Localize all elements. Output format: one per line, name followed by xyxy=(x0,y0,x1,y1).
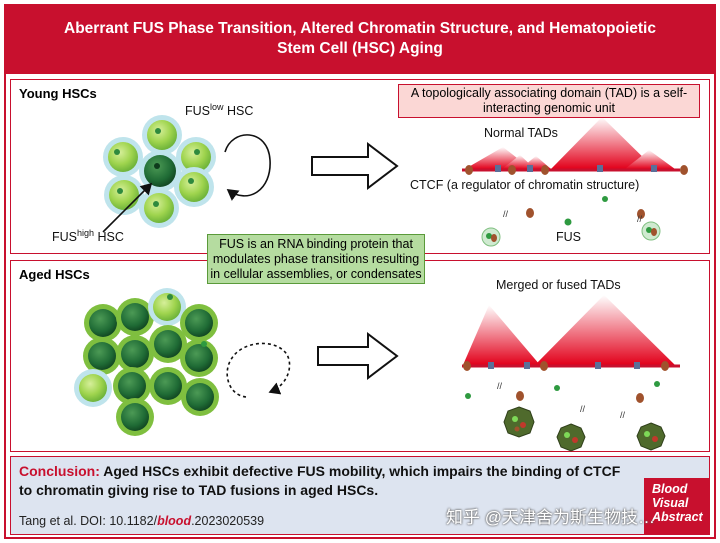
fus-condensate xyxy=(503,406,535,438)
ctcf-label: CTCF (a regulator of chromatin structure… xyxy=(410,178,640,192)
fus-molecule xyxy=(602,196,608,202)
young-hsc-cluster xyxy=(103,115,216,228)
young-transition-arrow xyxy=(311,141,399,191)
ctcf-marker xyxy=(463,361,471,371)
binding-site xyxy=(597,165,603,172)
header-banner: Aberrant FUS Phase Transition, Altered C… xyxy=(4,4,716,74)
young-panel-title: Young HSCs xyxy=(19,86,97,101)
hsc-cell-fus-high xyxy=(180,304,218,342)
conclusion-line-1: Aged HSCs exhibit defective FUS mobility… xyxy=(99,463,621,479)
tad-triangle xyxy=(551,117,655,169)
hsc-cell xyxy=(142,115,182,155)
badge-line-1: Blood xyxy=(652,482,688,496)
dash-mark: // xyxy=(497,381,503,391)
tad-triangle xyxy=(463,305,540,365)
binding-site xyxy=(495,165,501,172)
fus-molecule xyxy=(564,218,572,226)
hsc-cell xyxy=(103,137,143,177)
ctcf-molecule xyxy=(637,209,645,219)
aged-panel-title: Aged HSCs xyxy=(19,267,90,282)
binding-site xyxy=(595,362,601,369)
normal-tads-diagram xyxy=(462,117,688,175)
ctcf-marker xyxy=(541,165,549,175)
dash-mark: // xyxy=(503,209,509,219)
tad-definition-line-1: A topologically associating domain (TAD)… xyxy=(410,86,688,100)
hsc-cell-fus-high xyxy=(149,325,187,363)
ctcf-marker xyxy=(661,361,669,371)
tad-triangle xyxy=(625,150,675,169)
impaired-renewal-arrow xyxy=(226,342,291,398)
conclusion-line-2: to chromatin giving rise to TAD fusions … xyxy=(19,482,379,498)
hsc-cell-fus-high xyxy=(84,304,122,342)
watermark: 知乎 @天津舍为斯生物技… xyxy=(446,508,655,527)
tad-definition-line-2: interacting genomic unit xyxy=(482,101,616,115)
fus-condensate xyxy=(636,422,666,451)
hsc-cell-fus-high xyxy=(139,150,181,192)
hsc-cell xyxy=(139,188,179,228)
fus-molecule xyxy=(554,385,560,391)
fus-note-box: FUS is an RNA binding protein that modul… xyxy=(207,234,425,284)
dash-mark: // xyxy=(620,410,626,420)
fus-note-line-2: modulates phase transitions resulting xyxy=(212,252,420,266)
binding-site xyxy=(524,362,530,369)
binding-site xyxy=(527,165,533,172)
fus-note-line-1: FUS is an RNA binding protein that xyxy=(219,237,413,251)
hsc-cell-fus-high xyxy=(83,337,121,375)
title-line-2: Stem Cell (HSC) Aging xyxy=(277,40,443,57)
dash-mark: // xyxy=(580,404,586,414)
tad-triangle xyxy=(535,295,675,365)
normal-tads-label: Normal TADs xyxy=(484,126,558,140)
fus-ctcf-complex xyxy=(641,221,661,241)
hsc-cell-fus-high xyxy=(116,398,154,436)
fus-label: FUS xyxy=(556,230,581,244)
conclusion-box: Conclusion: Aged HSCs exhibit defective … xyxy=(10,456,710,535)
conclusion-text: Conclusion: Aged HSCs exhibit defective … xyxy=(19,462,639,500)
self-renewal-arrow xyxy=(224,134,271,201)
ctcf-molecule xyxy=(636,393,644,403)
badge-line-3: Abstract xyxy=(652,510,703,524)
conclusion-keyword: Conclusion: xyxy=(19,463,100,479)
fus-high-pointer-arrow xyxy=(102,182,153,233)
fus-ctcf-complex xyxy=(481,227,501,247)
aged-transition-arrow xyxy=(317,331,399,381)
badge-line-2: Visual xyxy=(652,496,689,510)
binding-site xyxy=(634,362,640,369)
blood-visual-abstract-badge: Blood Visual Abstract xyxy=(644,478,710,535)
ctcf-molecule xyxy=(516,391,524,401)
ctcf-marker xyxy=(540,361,548,371)
aged-hsc-cluster xyxy=(74,288,219,436)
hsc-cell xyxy=(174,167,214,207)
hsc-cell-fus-high xyxy=(149,367,187,405)
hsc-cell-fus-high xyxy=(180,339,218,377)
binding-site xyxy=(488,362,494,369)
dash-mark: // xyxy=(637,214,643,224)
hsc-cell-fus-high xyxy=(113,367,151,405)
ctcf-marker xyxy=(508,165,516,175)
merged-tads-diagram xyxy=(462,295,680,371)
ctcf-molecule xyxy=(526,208,534,218)
title-line-1: Aberrant FUS Phase Transition, Altered C… xyxy=(64,20,656,37)
hsc-cell xyxy=(104,175,144,215)
fus-molecule xyxy=(654,381,660,387)
tad-definition-box: A topologically associating domain (TAD)… xyxy=(398,84,700,118)
ctcf-marker xyxy=(680,165,688,175)
fus-molecule xyxy=(465,393,471,399)
hsc-cell xyxy=(148,288,186,326)
citation: Tang et al. DOI: 10.1182/blood.202302053… xyxy=(19,514,265,528)
fus-low-hsc-label: FUSlow HSC xyxy=(185,102,254,119)
fus-high-hsc-label: FUShigh HSC xyxy=(52,228,124,245)
fus-condensate xyxy=(556,423,586,452)
fus-note-line-3: in cellular assemblies, or condensates xyxy=(210,267,422,281)
hsc-cell-fus-high xyxy=(116,298,154,336)
merged-tads-label: Merged or fused TADs xyxy=(496,278,621,292)
hsc-cell xyxy=(74,369,112,407)
binding-site xyxy=(651,165,657,172)
hsc-cell-fus-high xyxy=(181,378,219,416)
hsc-cell xyxy=(176,137,216,177)
ctcf-marker xyxy=(465,165,473,175)
hsc-cell-fus-high xyxy=(116,335,154,373)
